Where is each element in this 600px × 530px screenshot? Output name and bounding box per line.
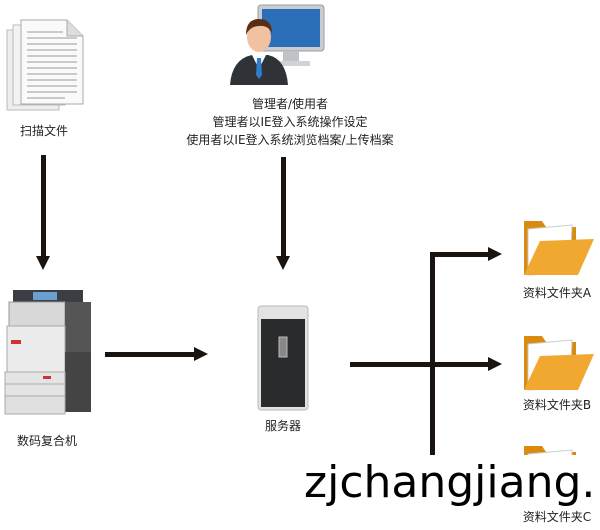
arrowhead-icon	[488, 247, 502, 261]
copier-icon	[4, 290, 91, 415]
arrowhead-icon	[488, 357, 502, 371]
folder-b-label: 资料文件夹B	[522, 398, 592, 412]
folder-a-label: 资料文件夹A	[522, 286, 592, 300]
watermark: zjchangjiang.	[300, 455, 600, 510]
arrowhead-icon	[276, 256, 290, 270]
arrowhead-icon	[36, 256, 50, 270]
user-role-label: 管理者/使用者	[251, 97, 329, 111]
folder-c-label: 资料文件夹C	[522, 510, 592, 524]
admin-user-icon	[230, 4, 325, 85]
documents-icon	[6, 19, 84, 111]
branch-vertical-line	[430, 252, 435, 472]
server-icon	[257, 305, 309, 411]
folder-a-icon	[524, 221, 594, 276]
user-description: 使用者以IE登入系统浏览档案/上传档案	[186, 133, 394, 147]
arrow-to-folder-a	[430, 252, 488, 257]
arrow-server-to-folder-b	[350, 362, 488, 367]
server-label: 服务器	[264, 419, 302, 433]
scan-label: 扫描文件	[19, 124, 69, 138]
admin-description: 管理者以IE登入系统操作设定	[212, 115, 368, 129]
arrow-user-to-server	[281, 157, 286, 257]
copier-label: 数码复合机	[16, 434, 78, 448]
arrow-scan-to-copier	[41, 155, 46, 257]
arrow-copier-to-server	[105, 352, 195, 357]
arrowhead-icon	[194, 347, 208, 361]
folder-b-icon	[524, 336, 594, 391]
